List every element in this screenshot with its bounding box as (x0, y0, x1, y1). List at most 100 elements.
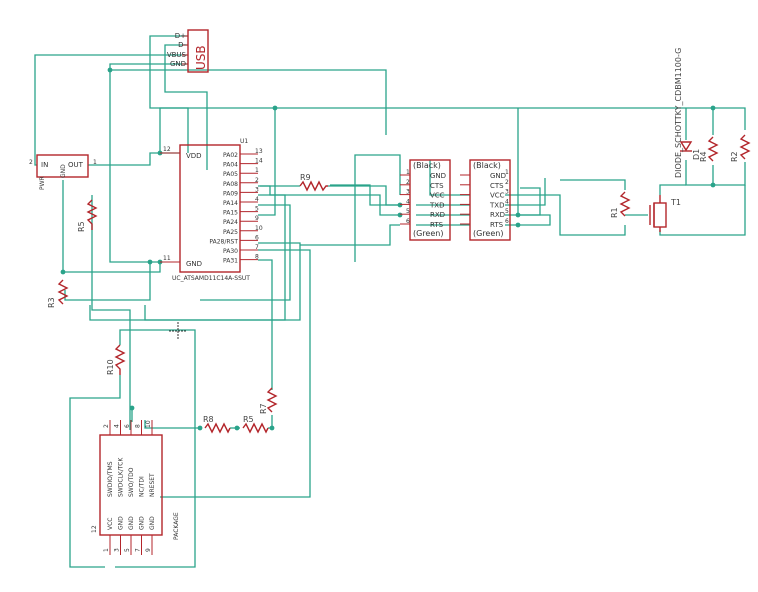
swd-pin-number: 9 (145, 548, 152, 552)
mcu-pin-number: 9 (255, 215, 259, 222)
mcu-body (179, 144, 241, 273)
mcu-pin-number: 7 (255, 244, 259, 251)
mcu-pin-name: PA25 (223, 229, 238, 236)
usb-pin-gnd: GND (170, 60, 186, 68)
wire-swd-nreset (144, 420, 200, 429)
header-pin-name: GND (490, 172, 506, 180)
resistors: R9 R5 R3 R10 R8 R5 R7 R1 R4 R2 (47, 134, 751, 434)
junction-dot (397, 212, 403, 218)
swd-pin-number: 6 (124, 424, 131, 428)
usb-title: USB (194, 45, 208, 70)
mcu-pin-number: 2 (255, 177, 259, 184)
swd-signal-label: NC/TDI (139, 476, 146, 497)
junction-dot (272, 105, 278, 111)
junction-dot (147, 259, 153, 265)
mcu-pin-name: PA04 (223, 162, 238, 169)
wire-h1-rts (300, 224, 400, 246)
wire-gnd-to-header (110, 69, 387, 135)
junction-dot (129, 405, 135, 411)
header1-bottom: (Green) (413, 229, 443, 238)
resistor-r3[interactable] (57, 279, 69, 305)
header-pin-name: RXD (490, 211, 505, 219)
mcu-pin-number: 13 (255, 148, 263, 155)
regulator-name: PWR (39, 176, 46, 190)
junction-dot (515, 212, 521, 218)
header-pin-number: 6 (406, 218, 410, 225)
wire-usb-dminus (164, 44, 208, 170)
mcu-pin-number: 6 (255, 234, 259, 241)
swd-bottom-label: VCC (107, 518, 114, 530)
wire-t1-drain (659, 184, 686, 195)
mcu-vdd: VDD (186, 152, 202, 160)
header-pin-number: 1 (406, 169, 410, 176)
mcu-chip[interactable]: U1 VDD GND 12 11 PA0213PA0414PA051PA082P… (160, 138, 263, 282)
wire-r10 (115, 329, 196, 568)
mcu-pin-number: 4 (255, 196, 259, 203)
wire-pa28-rst (89, 242, 301, 321)
resistor-r7[interactable] (266, 387, 278, 413)
header-pin-name: TXD (429, 201, 444, 209)
swd-package: PACKAGE (173, 512, 180, 540)
wire-t1-source (659, 185, 746, 236)
swd-pin-number: 2 (103, 424, 110, 428)
wire-r9-right (328, 185, 400, 206)
wire-r10-down (69, 375, 121, 568)
label-r5-left: R5 (77, 221, 86, 232)
mcu-pin-number: 5 (255, 206, 259, 213)
resistor-r5-left[interactable] (86, 199, 98, 230)
header-pin-name: CTS (490, 182, 504, 190)
label-r1: R1 (610, 207, 619, 218)
swd-bottom-label: GND (139, 516, 146, 530)
label-r8: R8 (203, 415, 214, 424)
mcu-pin-name: PA31 (223, 258, 238, 265)
mcu-ref: U1 (240, 138, 248, 145)
mcu-pin-name: PA05 (223, 171, 238, 178)
resistor-r6[interactable] (242, 422, 269, 434)
swd-connector[interactable]: 2SWDIO/TMS4SWDCLK/TCK6SWO/TDO8NC/TDI10NR… (91, 420, 180, 555)
resistor-r1[interactable] (619, 191, 631, 217)
label-r2: R2 (730, 151, 739, 162)
regulator-pin-2: 2 (29, 159, 33, 166)
header1-body (409, 159, 451, 241)
mcu-vdd-pin: 12 (163, 146, 171, 153)
mcu-pin-name: PA08 (223, 181, 238, 188)
wire-txd-right (505, 178, 546, 206)
wire-h2-gnd (429, 160, 470, 196)
schottky-diode[interactable]: D1 DIODE_SCHOTTKY_CDBM1100-G (674, 48, 701, 178)
wire-r5-left (91, 195, 131, 430)
header-pin-name: RXD (430, 211, 445, 219)
resistor-r8[interactable] (204, 422, 231, 434)
header-pin-name: CTS (430, 182, 444, 190)
header2-bottom: (Green) (473, 229, 503, 238)
resistor-r9[interactable] (299, 180, 328, 192)
regulator-body (36, 154, 89, 178)
voltage-regulator[interactable]: IN OUT GND 2 1 PWR (29, 154, 97, 190)
wire-usb-vbus (34, 54, 188, 166)
resistor-r10[interactable] (114, 344, 126, 375)
swd-pin-number: 1 (103, 548, 110, 552)
mcu-gnd: GND (186, 260, 202, 268)
header-pin-name: GND (430, 172, 446, 180)
mcu-pin-number: 1 (255, 167, 259, 174)
header2-top: (Black) (473, 161, 501, 170)
resistor-r2[interactable] (739, 134, 751, 160)
header-pin-name: VCC (490, 192, 505, 200)
junctions (60, 67, 716, 431)
junction-dot (710, 182, 716, 188)
wire-reg-out (88, 152, 180, 166)
mcu-pin-name: PA30 (223, 248, 238, 255)
usb-connector[interactable]: USB D+ D- VBUS GND (167, 29, 209, 73)
mosfet-t1[interactable]: T1 (649, 195, 681, 232)
wire-h1-rxd (260, 185, 400, 216)
wire-rxd-right (505, 187, 541, 216)
resistor-r4[interactable] (707, 136, 719, 162)
usb-pin-dplus: D+ (175, 32, 186, 40)
header-pin-number: 5 (406, 208, 410, 215)
mcu-pin-list: PA0213PA0414PA051PA082PA093PA144PA155PA2… (209, 148, 262, 265)
mcu-pin-name: PA24 (223, 219, 238, 226)
wire-rts-right (505, 108, 551, 226)
wire-pa14 (200, 204, 291, 301)
